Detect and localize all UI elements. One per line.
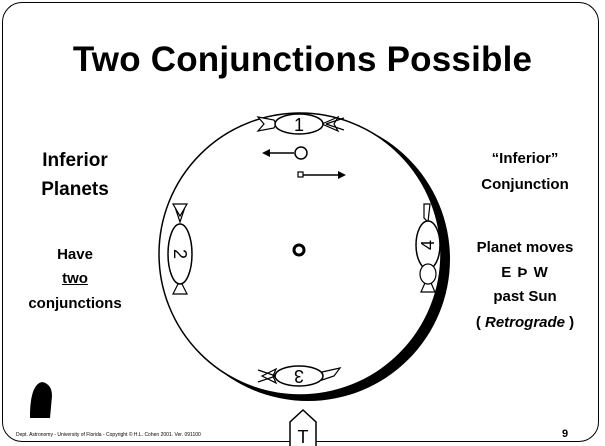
planet-position-4: 4 <box>415 203 441 293</box>
earth-marker-label: T <box>298 427 309 446</box>
left-have-text: Have <box>57 246 93 263</box>
position-3-label: 3 <box>294 366 304 386</box>
right-past-sun: past Sun <box>493 288 557 305</box>
planet-position-2: 2 <box>167 203 193 295</box>
planet-right-arrow <box>297 171 346 179</box>
planet-position-3: 3 <box>257 365 342 387</box>
slide-title: Two Conjunctions Possible <box>72 40 533 79</box>
right-east-west: E Þ W <box>501 264 549 281</box>
planet-position-1: 1 <box>256 113 345 135</box>
right-planet-moves: Planet moves <box>476 239 574 256</box>
retrograde-open-paren: ( <box>475 314 485 331</box>
right-conjunction-text: Conjunction <box>481 176 569 193</box>
position-2-label: 2 <box>170 249 190 259</box>
left-heading-line1: Inferior <box>42 150 108 171</box>
left-conjunctions-text: conjunctions <box>28 295 122 312</box>
observer-icon <box>30 382 52 418</box>
page-number: 9 <box>562 428 569 440</box>
right-retrograde: ( Retrograde ) <box>450 314 600 331</box>
earth-marker-icon: T <box>289 408 317 446</box>
footer-credit: Dept. Astronomy - University of Florida … <box>16 432 201 438</box>
position-1-label: 1 <box>294 115 304 135</box>
retrograde-close-paren: ) <box>565 314 575 331</box>
sun-icon <box>292 243 306 257</box>
left-heading-line2: Planets <box>41 179 109 200</box>
position-4-label: 4 <box>418 240 438 250</box>
right-inferior-quote: “Inferior” <box>491 150 559 167</box>
retrograde-word: Retrograde <box>484 314 566 331</box>
planet-left-arrow <box>262 146 308 160</box>
left-two-text: two <box>62 270 88 287</box>
